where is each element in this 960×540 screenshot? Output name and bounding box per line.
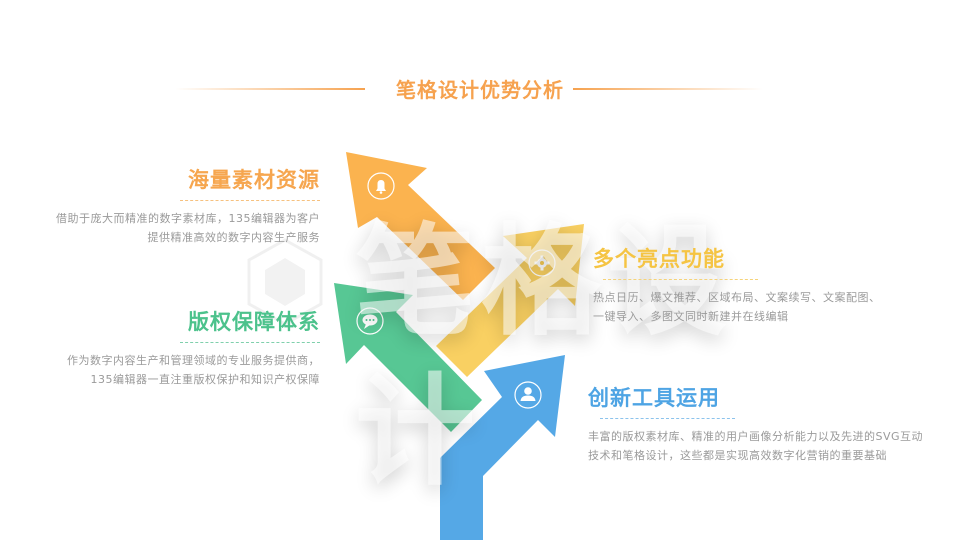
feature-block-tools: 创新工具运用 丰富的版权素材库、精准的用户画像分析能力以及先进的SVG互动 技术… [588, 384, 933, 465]
dashed-divider [180, 200, 320, 201]
yellow-arrow [436, 224, 584, 377]
user-icon [514, 381, 542, 409]
feature-description: 丰富的版权素材库、精准的用户画像分析能力以及先进的SVG互动 技术和笔格设计，这… [588, 427, 933, 465]
feature-block-copyright: 版权保障体系 作为数字内容生产和管理领域的专业服务提供商， 135编辑器一直注重… [40, 308, 320, 389]
chat-icon [356, 307, 384, 335]
blue-arrow [440, 355, 565, 540]
description-line: 一键导入、多图文同时新建并在线编辑 [593, 310, 789, 323]
green-arrow [334, 283, 482, 432]
dashed-divider [603, 279, 758, 280]
orange-arrow [346, 152, 495, 300]
feature-description: 借助于庞大而精准的数字素材库，135编辑器为客户 提供精准高效的数字内容生产服务 [40, 209, 320, 247]
feature-description: 热点日历、爆文推荐、区域布局、文案续写、文案配图、 一键导入、多图文同时新建并在… [593, 288, 913, 326]
feature-block-materials: 海量素材资源 借助于庞大而精准的数字素材库，135编辑器为客户 提供精准高效的数… [40, 166, 320, 247]
page-title: 笔格设计优势分析 [396, 78, 564, 102]
dashed-divider [600, 418, 735, 419]
description-line: 135编辑器一直注重版权保护和知识产权保障 [90, 373, 320, 386]
description-line: 丰富的版权素材库、精准的用户画像分析能力以及先进的SVG互动 [588, 430, 924, 443]
header-divider-left [175, 88, 365, 90]
header-divider-right [573, 88, 763, 90]
gear-icon [528, 249, 556, 277]
description-line: 借助于庞大而精准的数字素材库，135编辑器为客户 [56, 212, 320, 225]
description-line: 热点日历、爆文推荐、区域布局、文案续写、文案配图、 [593, 291, 881, 304]
feature-title: 创新工具运用 [588, 386, 720, 410]
description-line: 提供精准高效的数字内容生产服务 [147, 231, 320, 244]
bell-icon [367, 172, 395, 200]
description-line: 技术和笔格设计，这些都是实现高效数字化营销的重要基础 [588, 449, 887, 462]
feature-description: 作为数字内容生产和管理领域的专业服务提供商， 135编辑器一直注重版权保护和知识… [40, 351, 320, 389]
dashed-divider [180, 342, 320, 343]
feature-title: 海量素材资源 [188, 168, 320, 192]
feature-block-highlights: 多个亮点功能 热点日历、爆文推荐、区域布局、文案续写、文案配图、 一键导入、多图… [593, 245, 913, 326]
feature-title: 版权保障体系 [188, 310, 320, 334]
feature-title: 多个亮点功能 [593, 247, 725, 271]
description-line: 作为数字内容生产和管理领域的专业服务提供商， [67, 354, 320, 367]
